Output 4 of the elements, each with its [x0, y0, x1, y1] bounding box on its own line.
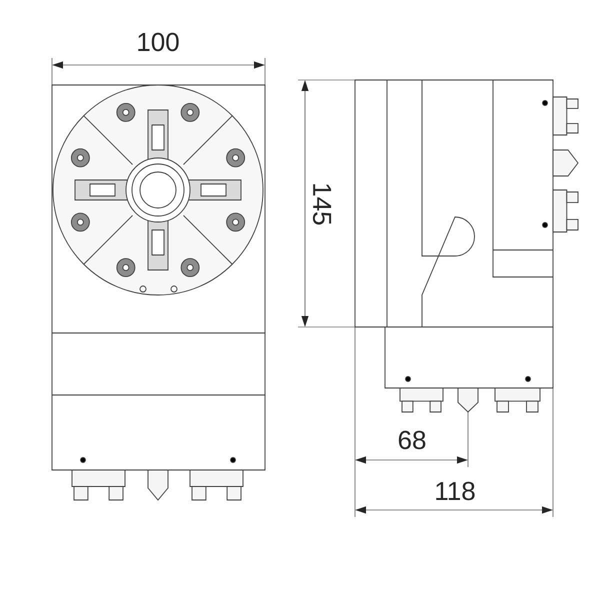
dimension-text: 118: [436, 482, 475, 500]
dimension-text: 68: [398, 430, 426, 450]
dimension-text: 100: [138, 32, 179, 52]
dimension-text: 145: [312, 184, 332, 225]
